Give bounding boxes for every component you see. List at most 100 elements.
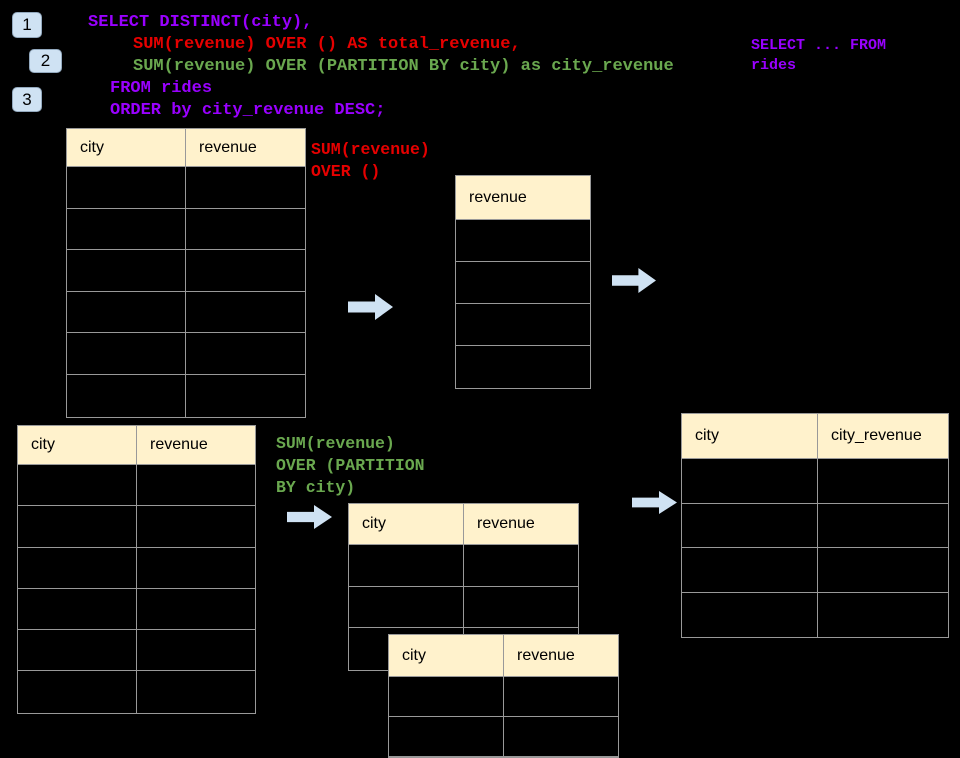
table-header-row: city revenue — [18, 426, 255, 465]
table-cell — [682, 459, 818, 503]
table-cell — [137, 671, 255, 712]
step-badge-3: 3 — [12, 87, 42, 112]
table-cell — [18, 506, 137, 547]
column-header-city: city — [389, 635, 504, 676]
table-cell — [682, 592, 818, 637]
table-row — [67, 167, 305, 209]
label-sum-over-partition: SUM(revenue) OVER (PARTITION BY city) — [276, 434, 425, 497]
table-cell — [464, 587, 578, 628]
column-header-city: city — [349, 504, 464, 544]
table-row — [18, 465, 255, 507]
table-cell — [67, 208, 186, 250]
table-cell — [818, 504, 948, 548]
table-cell — [349, 545, 464, 586]
table-cell — [349, 586, 464, 628]
table-cell — [67, 167, 186, 208]
table-cell — [456, 346, 590, 388]
table-cell — [818, 593, 948, 638]
table-cell — [186, 333, 305, 374]
table-cell — [818, 548, 948, 592]
table-cell — [67, 333, 186, 374]
table-row — [67, 291, 305, 334]
sql-line-sum-over-partition: SUM(revenue) OVER (PARTITION BY city) as… — [133, 57, 674, 76]
column-header-revenue: revenue — [517, 646, 575, 664]
arrow-right-icon — [612, 268, 656, 293]
table-row — [456, 304, 590, 346]
label-select-from-rides: SELECT ... FROM rides — [751, 37, 887, 74]
column-header-revenue: revenue — [469, 188, 527, 206]
arrow-right-icon — [348, 294, 393, 320]
step-badge-1: 1 — [12, 12, 42, 38]
table-cell — [18, 671, 137, 713]
table-cell — [456, 220, 590, 261]
column-header-revenue: revenue — [199, 138, 257, 156]
table-row — [67, 333, 305, 375]
sql-line-order-by: ORDER by city_revenue DESC; — [110, 101, 386, 120]
column-header-revenue: revenue — [477, 515, 535, 532]
table-cell — [504, 677, 618, 716]
table-rides-source-top: city revenue — [66, 128, 306, 418]
table-row — [18, 588, 255, 631]
table-total-revenue-result: revenue — [455, 175, 591, 389]
table-cell — [137, 506, 255, 546]
table-cell — [186, 250, 305, 291]
table-row — [682, 503, 948, 548]
table-cell — [18, 588, 137, 630]
table-partition-overlay: city revenue — [388, 634, 619, 758]
table-row — [67, 208, 305, 251]
table-cell — [67, 250, 186, 291]
column-header-city: city — [682, 414, 818, 458]
table-row — [18, 506, 255, 548]
column-header-revenue: revenue — [150, 436, 208, 453]
table-cell — [18, 465, 137, 506]
sql-line-from: FROM rides — [110, 79, 213, 98]
table-row — [456, 220, 590, 262]
table-row — [389, 677, 618, 717]
table-cell — [137, 465, 255, 505]
table-row — [349, 586, 578, 629]
table-row — [67, 250, 305, 292]
table-row — [18, 630, 255, 672]
table-row — [682, 592, 948, 638]
table-cell — [456, 262, 590, 303]
table-cell — [456, 304, 590, 345]
table-cell — [186, 292, 305, 333]
table-cell — [18, 547, 137, 588]
table-cell — [186, 167, 305, 208]
table-cell — [137, 589, 255, 629]
table-cell — [18, 630, 137, 671]
table-header-row: city revenue — [389, 635, 618, 677]
label-sum-over-empty: SUM(revenue) OVER () — [311, 140, 430, 181]
table-partition-intermediate: city revenue — [348, 503, 579, 671]
table-rides-source-bottom: city revenue — [17, 425, 256, 714]
table-cell — [682, 503, 818, 547]
column-header-city: city — [18, 426, 137, 464]
table-row — [456, 346, 590, 388]
table-row — [389, 717, 618, 757]
column-header-city: city — [67, 129, 186, 166]
arrow-right-icon — [632, 491, 677, 514]
table-cell — [67, 291, 186, 333]
table-cell — [464, 545, 578, 586]
table-header-row: revenue — [456, 176, 590, 220]
table-header-row: city revenue — [349, 504, 578, 545]
table-header-row: city revenue — [67, 129, 305, 167]
slide-canvas: 1 2 3 SELECT DISTINCT(city), SUM(revenue… — [12, 12, 949, 758]
table-cell — [186, 209, 305, 250]
step-badge-2: 2 — [29, 49, 62, 73]
table-row — [349, 545, 578, 587]
table-row — [682, 459, 948, 504]
table-row — [456, 262, 590, 304]
sql-line-select: SELECT DISTINCT(city), — [88, 13, 313, 32]
table-cell — [504, 717, 618, 756]
table-cell — [67, 374, 186, 417]
table-cell — [818, 459, 948, 503]
table-cell — [389, 717, 504, 756]
table-row — [67, 374, 305, 417]
table-row — [18, 547, 255, 589]
sql-line-sum-over-total: SUM(revenue) OVER () AS total_revenue, — [133, 35, 521, 54]
table-row — [682, 548, 948, 593]
table-row — [18, 671, 255, 713]
